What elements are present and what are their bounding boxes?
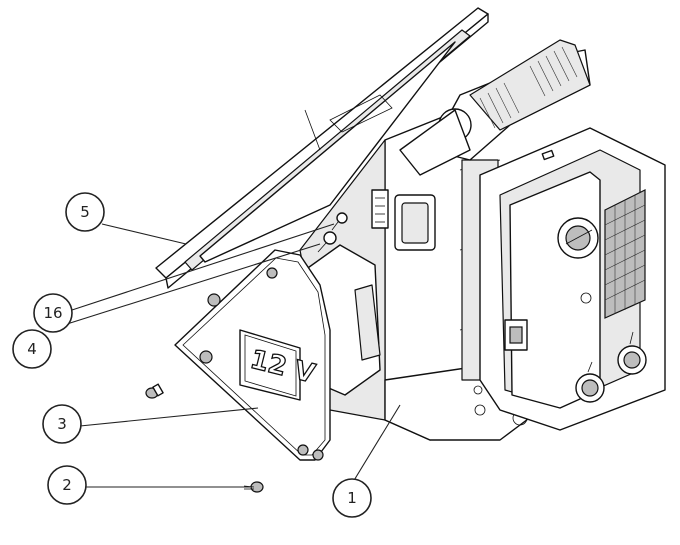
svg-text:3: 3 bbox=[57, 415, 67, 433]
terminal-knob-left bbox=[575, 361, 605, 403]
svg-text:2: 2 bbox=[62, 476, 72, 494]
solar-panel-part-5 bbox=[155, 7, 489, 289]
screw-part-16 bbox=[331, 212, 348, 231]
callout-4: 4 bbox=[12, 329, 52, 369]
leader-3 bbox=[79, 407, 259, 427]
screw-hole bbox=[266, 267, 278, 279]
callout-2: 2 bbox=[47, 465, 87, 505]
callout-5: 5 bbox=[65, 192, 105, 232]
loose-screw bbox=[145, 383, 164, 399]
handle-grip bbox=[399, 39, 591, 176]
callout-3: 3 bbox=[42, 404, 82, 444]
brand-logo-badge bbox=[557, 217, 599, 259]
leader-4 bbox=[47, 243, 321, 331]
controller-box bbox=[479, 127, 666, 431]
screw-hole bbox=[312, 449, 324, 461]
callout-1: 1 bbox=[332, 478, 372, 518]
svg-text:5: 5 bbox=[80, 203, 90, 221]
callout-16: 16 bbox=[33, 293, 73, 333]
screw-hole bbox=[207, 293, 221, 307]
screw-hole bbox=[199, 350, 213, 364]
vent-grille bbox=[604, 189, 646, 319]
leader-1 bbox=[352, 404, 401, 483]
screw-part-2 bbox=[243, 481, 264, 493]
svg-text:16: 16 bbox=[43, 304, 62, 322]
side-cover-panel-part-3: 12 V bbox=[174, 249, 331, 461]
svg-text:1: 1 bbox=[347, 489, 357, 507]
leader-5 bbox=[101, 223, 187, 245]
screw-hole bbox=[297, 444, 309, 456]
svg-text:4: 4 bbox=[27, 340, 37, 358]
warning-label bbox=[371, 189, 389, 229]
terminal-knob-right bbox=[617, 331, 647, 375]
leader-16 bbox=[71, 223, 335, 311]
screw-part-4 bbox=[317, 231, 337, 253]
